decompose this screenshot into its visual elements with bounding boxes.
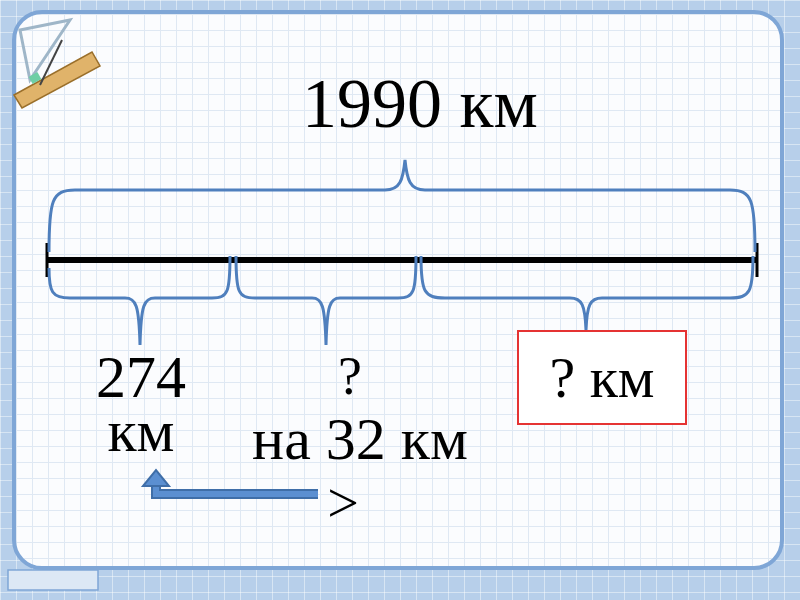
answer-box: ? км: [517, 330, 687, 425]
corner-box: [8, 570, 98, 590]
difference-note: на 32 км: [200, 412, 520, 466]
brace: [421, 256, 753, 330]
total-length: 1990 км: [220, 72, 620, 135]
greater-sign: >: [313, 478, 373, 528]
answer-text: ? км: [549, 344, 654, 411]
brace: [49, 160, 755, 252]
segment-line: [47, 257, 757, 263]
brace: [49, 256, 230, 345]
comparison-arrow: [156, 484, 318, 494]
unknown-mark: ?: [310, 352, 390, 401]
segment-length: 274 км: [86, 350, 196, 458]
brace: [236, 256, 416, 345]
arrow-head: [143, 470, 169, 486]
comparison-arrow: [156, 484, 318, 494]
ruler-icon: [14, 20, 100, 108]
